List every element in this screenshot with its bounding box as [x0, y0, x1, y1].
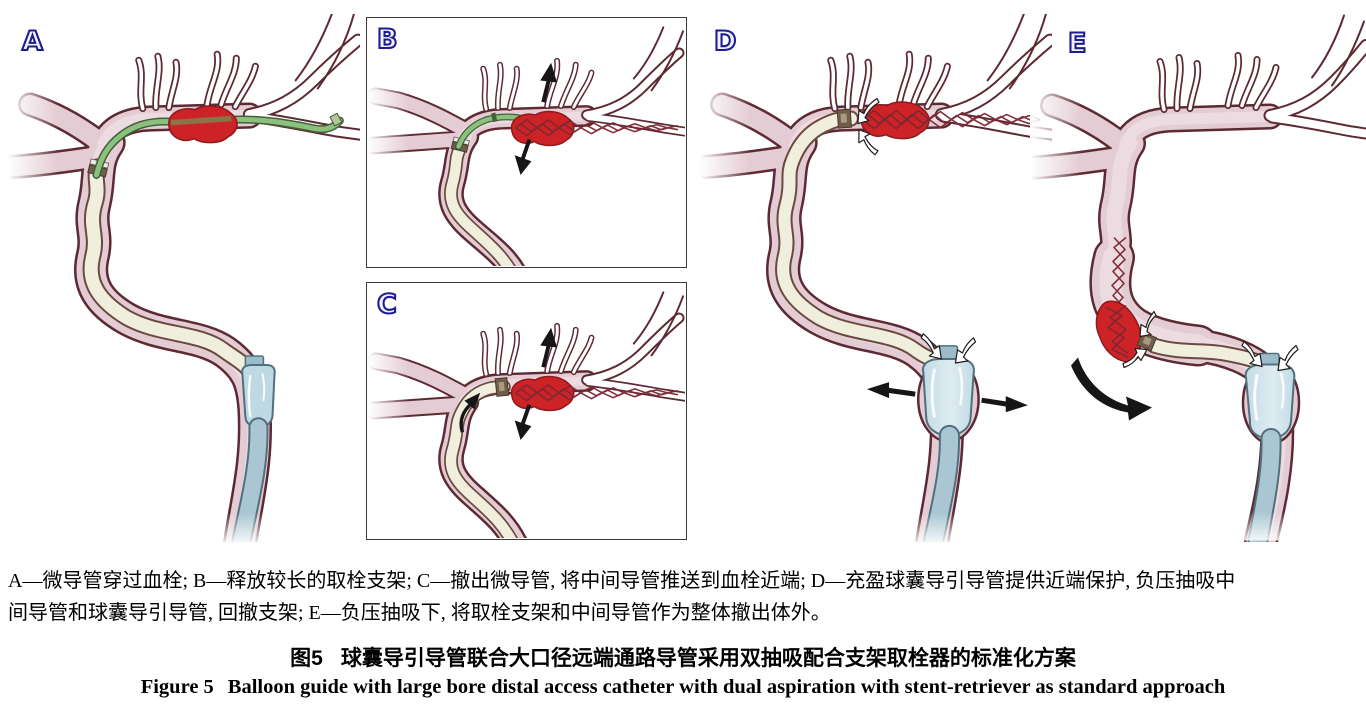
panel-d-illustration	[700, 14, 1052, 542]
balloon-inflation-arrows	[866, 382, 1028, 413]
vessel-tree	[368, 291, 685, 538]
caption-line-2: 间导管和球囊导引导管, 回撤支架; E—负压抽吸下, 将取栓支架和中间导管作为整…	[8, 602, 831, 624]
panel-c	[368, 284, 685, 538]
panel-label-e: E	[1067, 28, 1088, 59]
stent-retriever-mesh	[515, 119, 679, 137]
withdrawal-arrow	[1071, 357, 1152, 421]
stent-mesh-over-thrombus	[1105, 304, 1129, 359]
panel-c-illustration	[368, 291, 685, 538]
figure-caption-zh: A—微导管穿过血栓; B—释放较长的取栓支架; C—撤出微导管, 将中间导管推送…	[8, 565, 1360, 629]
advance-catheter-arrow	[459, 392, 481, 433]
thrombus	[510, 375, 575, 412]
figure-title-zh: 图5 球囊导引导管联合大口径远端通路导管采用双抽吸配合支架取栓器的标准化方案	[0, 642, 1366, 672]
vessel-tree	[700, 14, 1052, 542]
figure-title-zh-text: 球囊导引导管联合大口径远端通路导管采用双抽吸配合支架取栓器的标准化方案	[340, 647, 1076, 670]
panel-label-a: A	[21, 26, 44, 57]
stent-expansion-arrows	[514, 327, 558, 441]
vessel-tree	[1030, 14, 1366, 542]
aspiration-arrows-balloon-catheter	[920, 333, 977, 364]
intermediate-catheter	[775, 108, 955, 369]
panel-label-b: B	[376, 24, 399, 55]
vessel-tree	[8, 14, 360, 542]
microcatheter	[455, 112, 524, 150]
vessel-branchlets	[480, 322, 595, 378]
aspiration-arrows-catheter-tip	[857, 97, 880, 156]
stent-retriever-mesh	[1111, 236, 1127, 309]
thrombus	[168, 105, 238, 144]
panel-b	[368, 19, 685, 266]
figure-title-en: Figure 5 Balloon guide with large bore di…	[0, 676, 1366, 699]
balloon-guide-catheter	[1244, 352, 1296, 542]
catheter-tip-marker	[494, 377, 510, 397]
microcatheter-tip-marker	[329, 112, 343, 127]
stent-expansion-arrows	[514, 62, 558, 175]
aspiration-arrows-catheter-tip	[1122, 310, 1157, 369]
figure-title-en-text: Balloon guide with large bore distal acc…	[227, 676, 1226, 698]
figure-number-en: Figure 5	[140, 676, 214, 698]
panel-a	[8, 14, 360, 542]
catheter-tip-marker	[836, 108, 852, 129]
panel-b-illustration	[368, 26, 685, 266]
vessel-branchlets	[827, 50, 951, 113]
figure-number-zh: 图5	[290, 647, 323, 670]
thrombus	[860, 101, 930, 140]
thrombus	[510, 110, 575, 147]
aspiration-arrows-balloon-catheter	[1241, 340, 1299, 372]
vessel-branchlets	[1156, 52, 1280, 113]
vessel-branchlets	[480, 57, 595, 112]
panel-e	[1030, 14, 1366, 542]
panel-d	[700, 14, 1052, 542]
panel-label-d: D	[713, 26, 738, 57]
stent-retriever-mesh	[515, 384, 679, 402]
panel-a-illustration	[8, 14, 360, 542]
vessel-branchlets	[135, 50, 259, 113]
vessel-tree	[368, 26, 685, 266]
stent-retriever-mesh	[862, 109, 1041, 130]
microcatheter-through-thrombus	[170, 115, 232, 126]
panel-e-illustration	[1030, 14, 1366, 542]
panel-label-c: C	[376, 289, 398, 320]
caption-line-1: A—微导管穿过血栓; B—释放较长的取栓支架; C—撤出微导管, 将中间导管推送…	[8, 570, 1236, 592]
balloon-inflated	[1244, 363, 1296, 440]
